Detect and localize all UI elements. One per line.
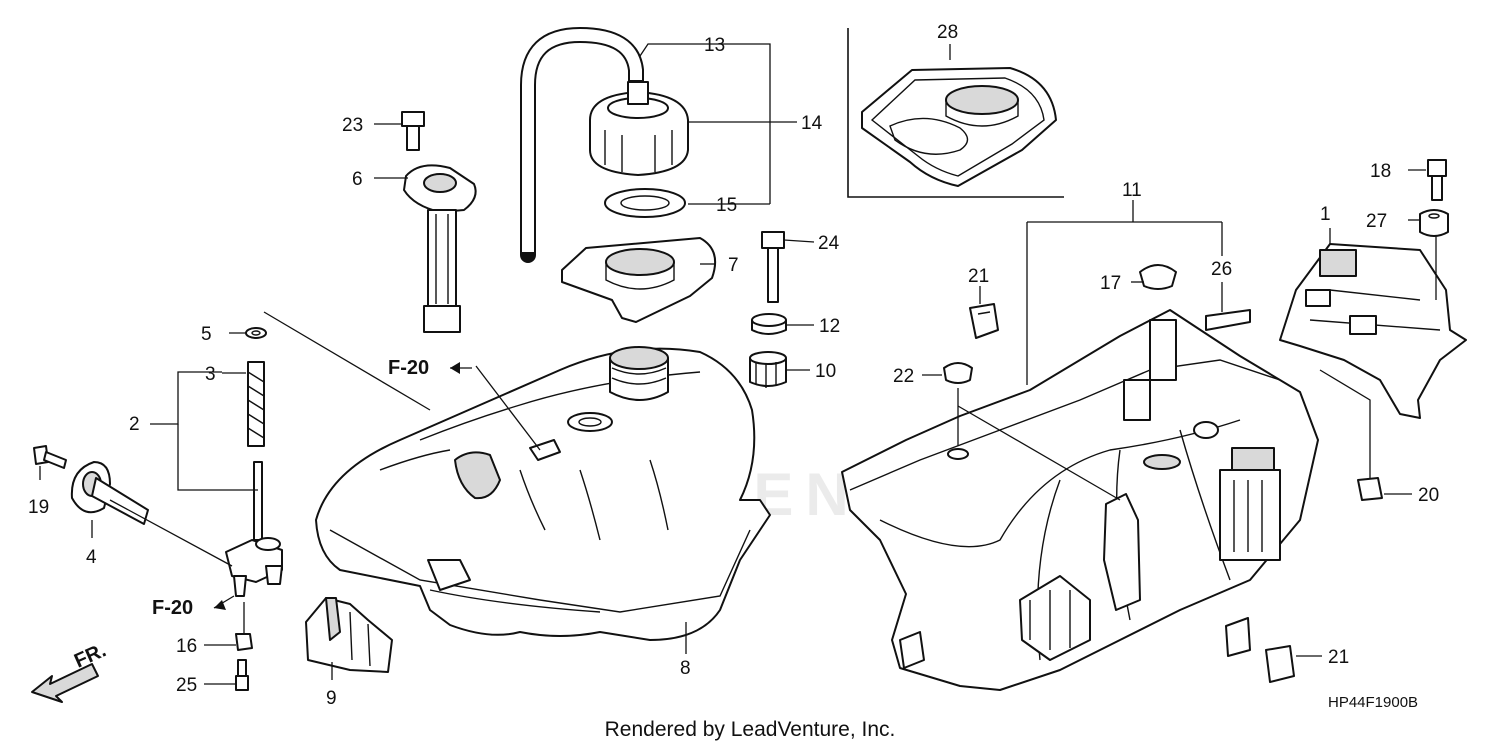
part-6-fuel-unit (403, 164, 477, 333)
callout-21-bottom: 21 (1328, 647, 1349, 668)
part-27-washer (1419, 209, 1449, 237)
callout-8: 8 (680, 658, 691, 679)
part-22-plug (943, 362, 973, 384)
callout-9: 9 (326, 688, 337, 709)
ref-f20-tank: F-20 (388, 357, 429, 379)
part-7-filler-guard (561, 237, 716, 323)
callout-5: 5 (201, 324, 212, 345)
front-label: FR. (71, 639, 109, 672)
callout-16: 16 (176, 636, 197, 657)
callout-27: 27 (1366, 211, 1387, 232)
part-10-grommet (749, 351, 787, 388)
part-16-nut (235, 633, 253, 651)
callout-3: 3 (205, 364, 216, 385)
part-15-gasket (604, 188, 686, 218)
part-1-bracket (1279, 243, 1467, 419)
callout-21-top: 21 (968, 266, 989, 287)
callout-23: 23 (342, 115, 363, 136)
ref-arrow-bottom (214, 600, 226, 610)
part-19-screw (33, 445, 67, 469)
part-12-collar (751, 313, 787, 335)
part-9-bracket (305, 597, 393, 673)
callout-13: 13 (704, 35, 725, 56)
part-17-plug (1139, 264, 1177, 290)
part-28-guard (861, 67, 1057, 187)
callout-6: 6 (352, 169, 363, 190)
callout-15: 15 (716, 195, 737, 216)
part-3-strainer (247, 361, 265, 447)
callout-7: 7 (728, 255, 739, 276)
callout-1: 1 (1320, 204, 1331, 225)
callout-12: 12 (819, 316, 840, 337)
callout-17: 17 (1100, 273, 1121, 294)
part-26-pad (1205, 309, 1251, 331)
callout-25: 25 (176, 675, 197, 696)
part-5-washer (245, 327, 267, 339)
part-11-carrier (841, 309, 1319, 691)
callout-10: 10 (815, 361, 836, 382)
leader-lines (39, 43, 1437, 685)
inset-frame (847, 28, 1064, 198)
callout-18: 18 (1370, 161, 1391, 182)
ref-f20-valve: F-20 (152, 597, 193, 619)
part-18-bolt (1427, 159, 1447, 201)
part-25-bolt (235, 659, 249, 691)
callout-24: 24 (818, 233, 840, 254)
callout-19: 19 (28, 497, 49, 518)
callout-20-nut: 20 (1418, 485, 1439, 506)
drawing-code: HP44F1900B (1328, 694, 1419, 711)
part-2-fuel-valve (225, 461, 283, 597)
callout-22: 22 (893, 366, 914, 387)
callout-26: 26 (1211, 259, 1232, 280)
part-23-screw (401, 111, 425, 151)
callout-28: 28 (937, 22, 958, 43)
part-8-fuel-tank (315, 346, 771, 641)
part-21-clip-bottom (1265, 645, 1295, 683)
part-24-bolt (761, 231, 785, 303)
part-21-clip-top (969, 303, 999, 339)
part-14-fuel-cap (589, 81, 689, 176)
callout-11: 11 (1122, 180, 1142, 201)
callout-2: 2 (129, 414, 140, 435)
credit-line: Rendered by LeadVenture, Inc. (604, 718, 896, 741)
ref-arrow-top (450, 362, 460, 374)
callout-14: 14 (801, 113, 823, 134)
callout-4: 4 (86, 547, 97, 568)
part-20-nut (1357, 477, 1383, 501)
front-direction-arrow (31, 663, 99, 703)
